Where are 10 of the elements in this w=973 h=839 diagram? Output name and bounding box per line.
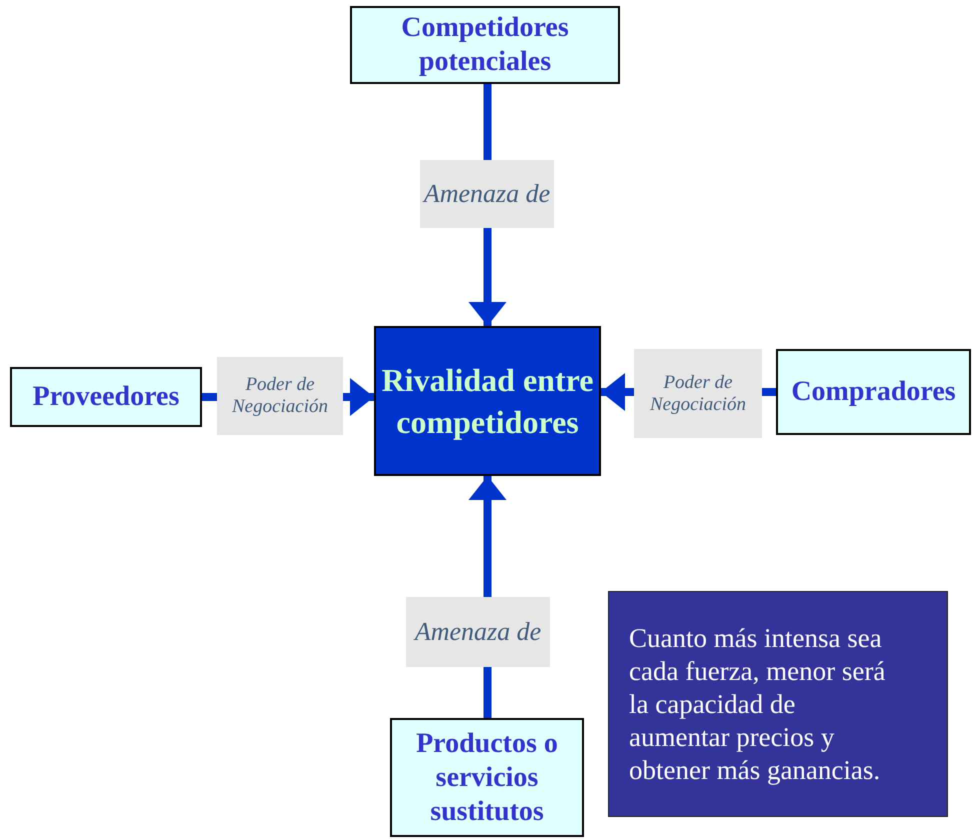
note-box: Cuanto más intensa sea cada fuerza, menor será la capacidad de aumentar precios y obtener más ganancias. <box>608 591 948 817</box>
edge-label: Amenaza de <box>406 597 550 667</box>
central-box: Rivalidad entre competidores <box>374 326 601 476</box>
force-box: Compradores <box>776 349 971 435</box>
edge-label: Poder de Negociación <box>217 357 343 435</box>
force-box: Proveedores <box>10 367 202 427</box>
force-box: Competidores potenciales <box>350 6 620 84</box>
force-box: Productos o servicios sustitutos <box>390 718 584 837</box>
edge-label: Amenaza de <box>420 160 554 228</box>
edge-label: Poder de Negociación <box>634 349 762 438</box>
